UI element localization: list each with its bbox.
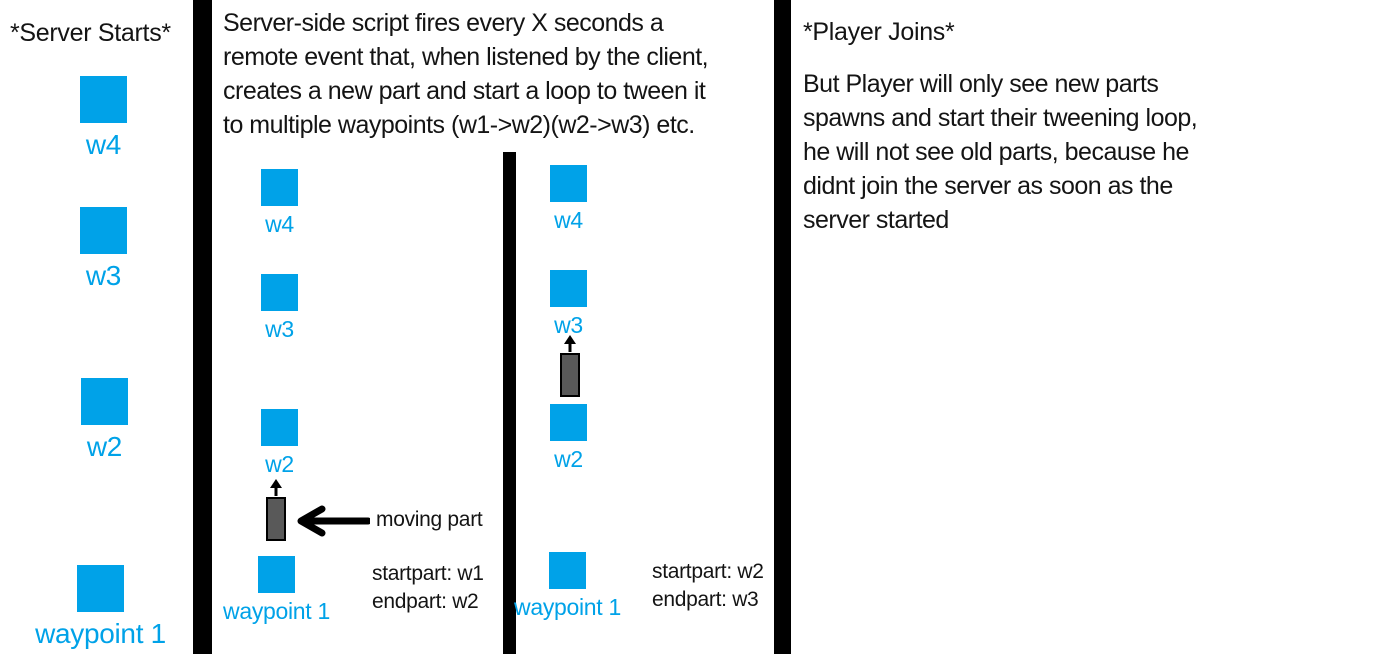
column-divider-left xyxy=(193,0,212,654)
iter2-waypoint-w4: w4 xyxy=(550,165,587,232)
waypoint-square xyxy=(261,169,298,206)
waypoint-label: w4 xyxy=(265,211,294,237)
waypoint-square xyxy=(261,409,298,446)
moving-part-rect xyxy=(266,497,286,541)
waypoint-square xyxy=(80,207,127,254)
waypoint-label: w4 xyxy=(85,129,122,160)
left-arrow-icon xyxy=(297,505,370,537)
server-waypoint-w3: w3 xyxy=(80,207,127,290)
waypoint-square xyxy=(80,76,127,123)
startpart-text: startpart: w2 xyxy=(652,560,764,583)
iter2-tween-info: startpart: w2 endpart: w3 xyxy=(652,558,764,614)
iter2-waypoint-1: waypoint 1 xyxy=(514,552,621,619)
waypoint-label: w2 xyxy=(86,431,123,462)
waypoint-label: waypoint 1 xyxy=(35,618,166,649)
waypoint-label: w2 xyxy=(554,446,583,472)
iter2-waypoint-w3: w3 xyxy=(550,270,587,337)
moving-part xyxy=(560,335,580,397)
iter1-waypoint-w3: w3 xyxy=(261,274,298,341)
paragraph-line: But Player will only see new parts xyxy=(803,70,1159,98)
column-divider-middle xyxy=(503,152,516,654)
description-line: Server-side script fires every X seconds… xyxy=(223,9,664,37)
server-waypoint-1: waypoint 1 xyxy=(35,565,166,648)
waypoint-label: waypoint 1 xyxy=(514,594,621,620)
description-line: to multiple waypoints (w1->w2)(w2->w3) e… xyxy=(223,111,695,139)
paragraph-line: server started xyxy=(803,206,949,234)
startpart-text: startpart: w1 xyxy=(372,562,484,585)
iter2-waypoint-w2: w2 xyxy=(550,404,587,471)
waypoint-label: w3 xyxy=(554,312,583,338)
player-joins-paragraph: But Player will only see new parts spawn… xyxy=(803,67,1198,237)
moving-part-caption: moving part xyxy=(376,508,483,531)
waypoint-square xyxy=(77,565,124,612)
description-line: creates a new part and start a loop to t… xyxy=(223,77,706,105)
column-divider-right xyxy=(774,0,791,654)
paragraph-line: he will not see old parts, because he xyxy=(803,138,1189,166)
waypoint-label: w3 xyxy=(85,260,122,291)
moving-part xyxy=(266,479,286,541)
server-waypoint-w4: w4 xyxy=(80,76,127,159)
iter1-tween-info: startpart: w1 endpart: w2 xyxy=(372,560,484,616)
paragraph-line: spawns and start their tweening loop, xyxy=(803,104,1198,132)
waypoint-square xyxy=(81,378,128,425)
iter1-waypoint-w4: w4 xyxy=(261,169,298,236)
waypoint-square xyxy=(550,165,587,202)
waypoint-label: w3 xyxy=(265,316,294,342)
server-waypoint-w2: w2 xyxy=(81,378,128,461)
iter1-waypoint-w2: w2 xyxy=(261,409,298,476)
script-description: Server-side script fires every X seconds… xyxy=(223,6,709,142)
moving-part-rect xyxy=(560,353,580,397)
waypoint-square xyxy=(550,270,587,307)
waypoint-square xyxy=(549,552,586,589)
waypoint-square xyxy=(258,556,295,593)
paragraph-line: didnt join the server as soon as the xyxy=(803,172,1173,200)
server-starts-title: *Server Starts* xyxy=(10,19,171,47)
up-arrow-icon xyxy=(564,335,576,352)
endpart-text: endpart: w2 xyxy=(372,590,479,613)
description-line: remote event that, when listened by the … xyxy=(223,43,709,71)
up-arrow-icon xyxy=(270,479,282,496)
endpart-text: endpart: w3 xyxy=(652,588,759,611)
waypoint-label: waypoint 1 xyxy=(223,598,330,624)
waypoint-label: w4 xyxy=(554,207,583,233)
waypoint-label: w2 xyxy=(265,451,294,477)
iter1-waypoint-1: waypoint 1 xyxy=(223,556,330,623)
waypoint-square xyxy=(550,404,587,441)
player-joins-title: *Player Joins* xyxy=(803,18,955,46)
waypoint-square xyxy=(261,274,298,311)
